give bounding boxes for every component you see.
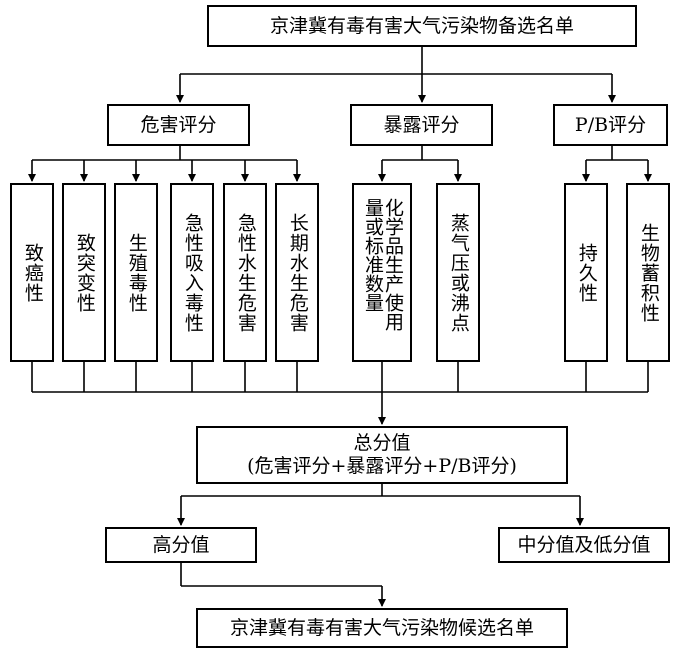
persistence-label: 持久性 (575, 242, 598, 303)
high-score-box: 高分值 (105, 527, 257, 563)
persistence-box: 持久性 (564, 183, 608, 362)
production-usage-label: 化学品生产使用量或标准数量 (362, 197, 404, 331)
pb-score-box: P/B评分 (553, 104, 668, 146)
candidate-list-box: 京津冀有毒有害大气污染物备选名单 (207, 5, 637, 47)
acute-aquatic-hazard-label: 急性水生危害 (234, 212, 257, 333)
exposure-score-box: 暴露评分 (350, 104, 493, 146)
mutagenicity-box: 致突变性 (62, 183, 106, 362)
carcinogenicity-box: 致癌性 (10, 183, 54, 362)
carcinogenicity-label: 致癌性 (21, 242, 44, 303)
bioaccumulation-label: 生物蓄积性 (637, 222, 660, 323)
total-score-box: 总分值 (危害评分+暴露评分+P/B评分) (196, 426, 568, 484)
reproductive-toxicity-label: 生殖毒性 (125, 232, 148, 313)
total-score-title: 总分值 (353, 432, 411, 455)
production-usage-box: 化学品生产使用量或标准数量 (352, 183, 412, 362)
acute-aquatic-hazard-box: 急性水生危害 (223, 183, 267, 362)
acute-inhalation-toxicity-box: 急性吸入毒性 (170, 183, 214, 362)
total-score-formula: (危害评分+暴露评分+P/B评分) (247, 455, 517, 477)
bioaccumulation-box: 生物蓄积性 (626, 183, 670, 362)
mid-low-score-box: 中分值及低分值 (498, 527, 670, 563)
vapor-pressure-box: 蒸气压或沸点 (436, 183, 480, 362)
chronic-aquatic-hazard-label: 长期水生危害 (286, 212, 309, 333)
hazard-score-box: 危害评分 (107, 104, 250, 146)
acute-inhalation-toxicity-label: 急性吸入毒性 (181, 212, 204, 333)
shortlist-box: 京津冀有毒有害大气污染物候选名单 (196, 608, 568, 648)
vapor-pressure-label: 蒸气压或沸点 (447, 212, 470, 333)
reproductive-toxicity-box: 生殖毒性 (114, 183, 158, 362)
chronic-aquatic-hazard-box: 长期水生危害 (275, 183, 319, 362)
mutagenicity-label: 致突变性 (73, 232, 96, 313)
